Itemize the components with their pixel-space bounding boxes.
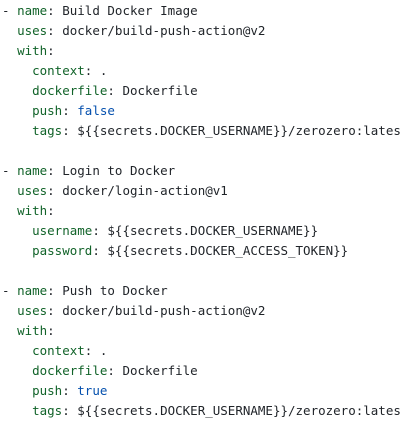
- yaml-boolean-value: true: [77, 383, 108, 398]
- code-line: push: false: [2, 101, 115, 121]
- yaml-separator: :: [47, 283, 63, 298]
- yaml-key: with: [17, 323, 48, 338]
- yaml-separator: :: [92, 223, 108, 238]
- code-line: context: .: [2, 61, 107, 81]
- yaml-separator: :: [62, 103, 78, 118]
- code-indent: [2, 123, 32, 138]
- yaml-separator: :: [47, 43, 55, 58]
- code-line: password: ${{secrets.DOCKER_ACCESS_TOKEN…: [2, 241, 348, 261]
- code-indent: [2, 383, 32, 398]
- code-line: push: true: [2, 381, 107, 401]
- code-line: tags: ${{secrets.DOCKER_USERNAME}}/zeroz…: [2, 401, 401, 421]
- code-line: uses: docker/build-push-action@v2: [2, 301, 265, 321]
- yaml-value: ${{secrets.DOCKER_USERNAME}}: [107, 223, 319, 238]
- code-line: username: ${{secrets.DOCKER_USERNAME}}: [2, 221, 318, 241]
- code-indent: [2, 243, 32, 258]
- code-line: with:: [2, 201, 55, 221]
- list-dash: -: [2, 163, 18, 178]
- yaml-value: ${{secrets.DOCKER_USERNAME}}/zerozero:la…: [77, 403, 401, 418]
- code-line: with:: [2, 41, 55, 61]
- yaml-key: name: [17, 283, 48, 298]
- yaml-separator: :: [107, 363, 123, 378]
- yaml-separator: :: [92, 243, 108, 258]
- yaml-key: with: [17, 43, 48, 58]
- yaml-key: tags: [32, 403, 63, 418]
- code-indent: [2, 303, 17, 318]
- code-indent: [2, 363, 32, 378]
- code-indent: [2, 43, 17, 58]
- yaml-separator: :: [47, 303, 63, 318]
- yaml-boolean-value: false: [77, 103, 115, 118]
- yaml-separator: :: [47, 183, 63, 198]
- code-indent: [2, 183, 17, 198]
- yaml-key: dockerfile: [32, 83, 108, 98]
- yaml-separator: :: [107, 83, 123, 98]
- yaml-key: password: [32, 243, 93, 258]
- yaml-value: Build Docker Image: [62, 3, 198, 18]
- yaml-value: ${{secrets.DOCKER_USERNAME}}/zerozero:la…: [77, 123, 401, 138]
- yaml-key: name: [17, 163, 48, 178]
- yaml-separator: :: [62, 123, 78, 138]
- yaml-value: Dockerfile: [122, 83, 198, 98]
- yaml-value: ${{secrets.DOCKER_ACCESS_TOKEN}}: [107, 243, 349, 258]
- yaml-key: uses: [17, 303, 48, 318]
- code-indent: [2, 323, 17, 338]
- yaml-value: Login to Docker: [62, 163, 176, 178]
- code-line: dockerfile: Dockerfile: [2, 361, 198, 381]
- yaml-key: context: [32, 63, 85, 78]
- yaml-value: docker/build-push-action@v2: [62, 303, 266, 318]
- code-line: with:: [2, 321, 55, 341]
- code-indent: [2, 63, 32, 78]
- yaml-separator: :: [84, 343, 100, 358]
- yaml-value: docker/login-action@v1: [62, 183, 228, 198]
- yaml-separator: :: [47, 23, 63, 38]
- code-line: uses: docker/login-action@v1: [2, 181, 228, 201]
- yaml-value: docker/build-push-action@v2: [62, 23, 266, 38]
- list-dash: -: [2, 283, 18, 298]
- yaml-value: .: [99, 63, 108, 78]
- yaml-key: uses: [17, 23, 48, 38]
- yaml-value: Dockerfile: [122, 363, 198, 378]
- code-line: - name: Push to Docker: [2, 281, 168, 301]
- yaml-key: context: [32, 343, 85, 358]
- code-indent: [2, 403, 32, 418]
- yaml-separator: :: [62, 383, 78, 398]
- yaml-separator: :: [47, 163, 63, 178]
- yaml-key: uses: [17, 183, 48, 198]
- code-line: tags: ${{secrets.DOCKER_USERNAME}}/zeroz…: [2, 121, 401, 141]
- yaml-key: tags: [32, 123, 63, 138]
- yaml-key: with: [17, 203, 48, 218]
- code-indent: [2, 203, 17, 218]
- code-line: uses: docker/build-push-action@v2: [2, 21, 265, 41]
- yaml-key: name: [17, 3, 48, 18]
- yaml-separator: :: [62, 403, 78, 418]
- yaml-key: push: [32, 383, 63, 398]
- code-line: - name: Login to Docker: [2, 161, 175, 181]
- yaml-separator: :: [47, 3, 63, 18]
- yaml-separator: :: [84, 63, 100, 78]
- code-indent: [2, 343, 32, 358]
- code-indent: [2, 23, 17, 38]
- code-indent: [2, 83, 32, 98]
- code-line: - name: Build Docker Image: [2, 1, 198, 21]
- list-dash: -: [2, 3, 18, 18]
- yaml-key: dockerfile: [32, 363, 108, 378]
- code-indent: [2, 223, 32, 238]
- code-line: dockerfile: Dockerfile: [2, 81, 198, 101]
- yaml-key: username: [32, 223, 93, 238]
- yaml-value: .: [99, 343, 108, 358]
- code-indent: [2, 103, 32, 118]
- yaml-value: Push to Docker: [62, 283, 168, 298]
- yaml-separator: :: [47, 203, 55, 218]
- yaml-separator: :: [47, 323, 55, 338]
- yaml-key: push: [32, 103, 63, 118]
- code-line: context: .: [2, 341, 107, 361]
